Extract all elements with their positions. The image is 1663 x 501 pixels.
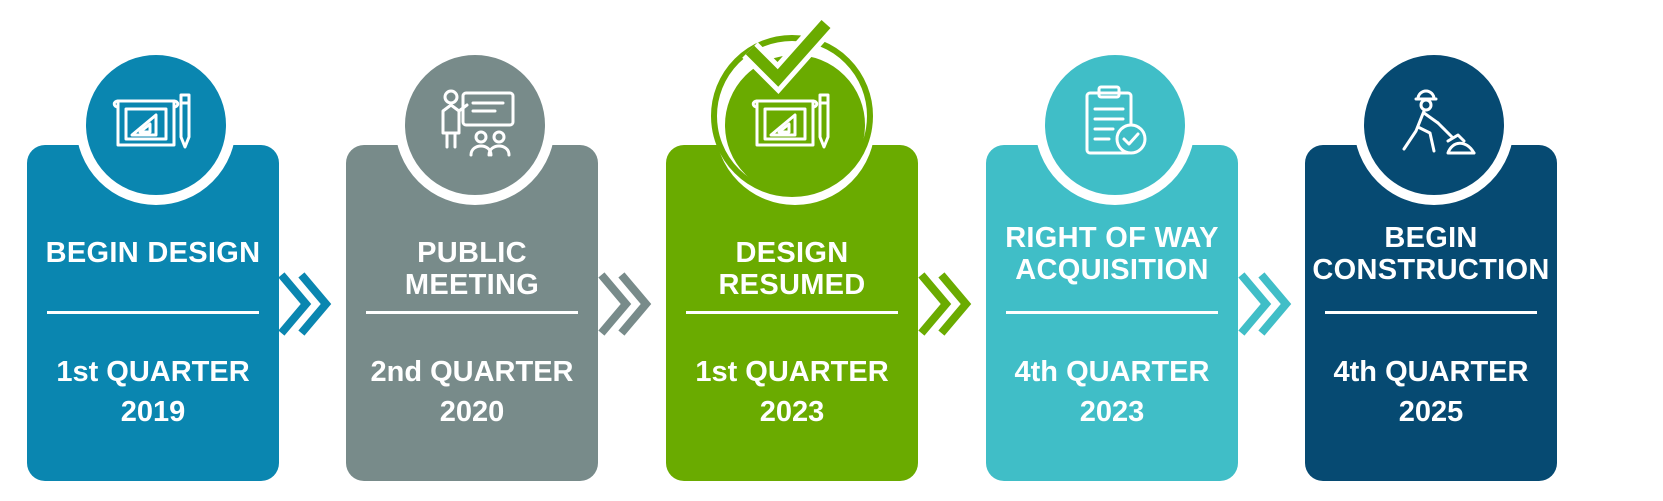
step-title-line: BEGIN: [1384, 222, 1478, 254]
step-icon-circle: [395, 45, 555, 205]
step-date: 4th QUARTER 2023: [986, 352, 1238, 432]
step-divider: [1006, 311, 1218, 314]
chevron-arrow-icon: [278, 272, 332, 336]
step-divider: [686, 311, 898, 314]
step-title-line: CONSTRUCTION: [1312, 254, 1550, 286]
step-quarter: 2nd QUARTER: [370, 356, 574, 388]
step-year: 2020: [439, 396, 505, 428]
step-quarter: 1st QUARTER: [56, 356, 250, 388]
step-title: RIGHT OF WAY ACQUISITION: [986, 222, 1238, 286]
blueprint-icon: [751, 93, 830, 149]
step-card-begin-construction: BEGIN CONSTRUCTION 4th QUARTER 2025: [1305, 145, 1557, 481]
chevron-arrow-icon: [598, 272, 652, 336]
step-title-line: BEGIN DESIGN: [45, 237, 261, 269]
step-card-right-of-way: RIGHT OF WAY ACQUISITION 4th QUARTER 202…: [986, 145, 1238, 481]
step-quarter: 1st QUARTER: [695, 356, 889, 388]
step-icon-circle: [1035, 45, 1195, 205]
step-title-line: DESIGN RESUMED: [718, 237, 866, 301]
step-title-line: RIGHT OF WAY: [1005, 222, 1219, 254]
step-year: 2025: [1398, 396, 1464, 428]
chevron-arrow-icon: [918, 272, 972, 336]
step-icon-circle: [76, 45, 236, 205]
completed-check-icon: [711, 16, 873, 197]
step-icon-circle: [1354, 45, 1514, 205]
step-quarter: 4th QUARTER: [1014, 356, 1210, 388]
step-date: 4th QUARTER 2025: [1305, 352, 1557, 432]
step-year: 2023: [1079, 396, 1145, 428]
step-date: 2nd QUARTER 2020: [346, 352, 598, 432]
step-title: PUBLIC MEETING: [346, 237, 598, 301]
step-title: DESIGN RESUMED: [666, 237, 918, 301]
step-divider: [366, 311, 578, 314]
step-quarter: 4th QUARTER: [1333, 356, 1529, 388]
construction-worker-icon: [1402, 89, 1476, 155]
step-date: 1st QUARTER 2019: [27, 352, 279, 432]
presentation-icon: [441, 89, 515, 157]
step-year: 2019: [120, 396, 186, 428]
step-year: 2023: [759, 396, 825, 428]
step-title-line: ACQUISITION: [1015, 254, 1209, 286]
step-divider: [1325, 311, 1537, 314]
chevron-arrow-icon: [1238, 272, 1292, 336]
step-title: BEGIN CONSTRUCTION: [1305, 222, 1557, 286]
step-date: 1st QUARTER 2023: [666, 352, 918, 432]
step-divider: [47, 311, 259, 314]
blueprint-icon: [112, 93, 191, 149]
step-title: BEGIN DESIGN: [27, 237, 279, 269]
step-title-line: PUBLIC MEETING: [404, 237, 540, 301]
clipboard-check-icon: [1085, 85, 1147, 155]
